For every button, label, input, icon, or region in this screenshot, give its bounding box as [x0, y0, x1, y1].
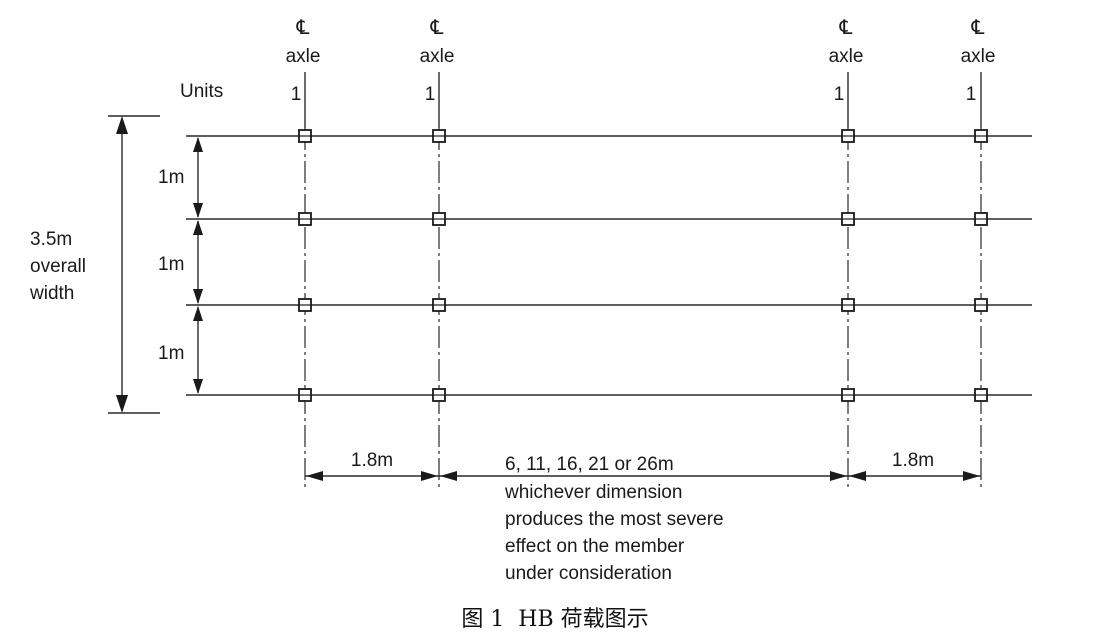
wheel: [974, 388, 988, 402]
axle-header-3: ℄ axle 1: [829, 17, 864, 105]
figure-caption: 图 1 HB 荷载图示: [461, 607, 648, 632]
wheel: [432, 388, 446, 402]
wheel: [974, 129, 988, 143]
wheel-lines: [186, 135, 1032, 396]
wheel-spacing-label: 1m: [158, 343, 184, 364]
axle-units-count: 1: [834, 84, 845, 105]
wheel: [432, 212, 446, 226]
axle-spacing-middle-label: 6, 11, 16, 21 or 26m: [505, 454, 674, 475]
overall-width-dimension: [108, 115, 160, 414]
wheel: [298, 129, 312, 143]
wheel: [841, 298, 855, 312]
wheel: [841, 212, 855, 226]
axle-units-count: 1: [291, 84, 302, 105]
wheel: [298, 388, 312, 402]
note-line: whichever dimension: [504, 482, 682, 503]
axle-label: axle: [961, 46, 996, 67]
centreline-symbol: ℄: [971, 17, 985, 39]
units-label: Units: [180, 81, 223, 102]
axle-header-2: ℄ axle 1: [420, 17, 455, 105]
spacing-note: whichever dimension produces the most se…: [504, 482, 724, 584]
wheel: [974, 298, 988, 312]
overall-width-label: 3.5m overall width: [29, 229, 86, 304]
wheel: [432, 298, 446, 312]
svg-text:3.5m: 3.5m: [30, 229, 72, 250]
axle-label: axle: [829, 46, 864, 67]
axle-label: axle: [286, 46, 321, 67]
axle-spacing-left-label: 1.8m: [351, 450, 393, 471]
centreline-symbol: ℄: [430, 17, 444, 39]
wheel: [298, 212, 312, 226]
axle-spacing-dimension: [305, 471, 981, 481]
axle-label: axle: [420, 46, 455, 67]
wheel-spacing-dimension-1: 1m: [158, 137, 203, 218]
note-line: produces the most severe: [505, 509, 724, 530]
svg-text:width: width: [29, 283, 74, 304]
note-line: effect on the member: [505, 536, 685, 557]
axle-spacing-right-label: 1.8m: [892, 450, 934, 471]
centreline-symbol: ℄: [296, 17, 310, 39]
centreline-symbol: ℄: [839, 17, 853, 39]
wheel: [841, 388, 855, 402]
axle-units-count: 1: [966, 84, 977, 105]
axle-centrelines: [304, 72, 982, 488]
wheel: [974, 212, 988, 226]
wheel-spacing-dimension-2: 1m: [158, 220, 203, 304]
wheel-grid: [298, 129, 988, 402]
wheel-spacing-label: 1m: [158, 167, 184, 188]
wheel-spacing-label: 1m: [158, 254, 184, 275]
axle-header-4: ℄ axle 1: [961, 17, 996, 105]
note-line: under consideration: [505, 563, 672, 584]
wheel-spacing-dimension-3: 1m: [158, 306, 203, 394]
svg-text:overall: overall: [30, 256, 86, 277]
axle-header-1: ℄ axle 1: [286, 17, 321, 105]
wheel: [841, 129, 855, 143]
wheel: [432, 129, 446, 143]
axle-units-count: 1: [425, 84, 436, 105]
wheel: [298, 298, 312, 312]
